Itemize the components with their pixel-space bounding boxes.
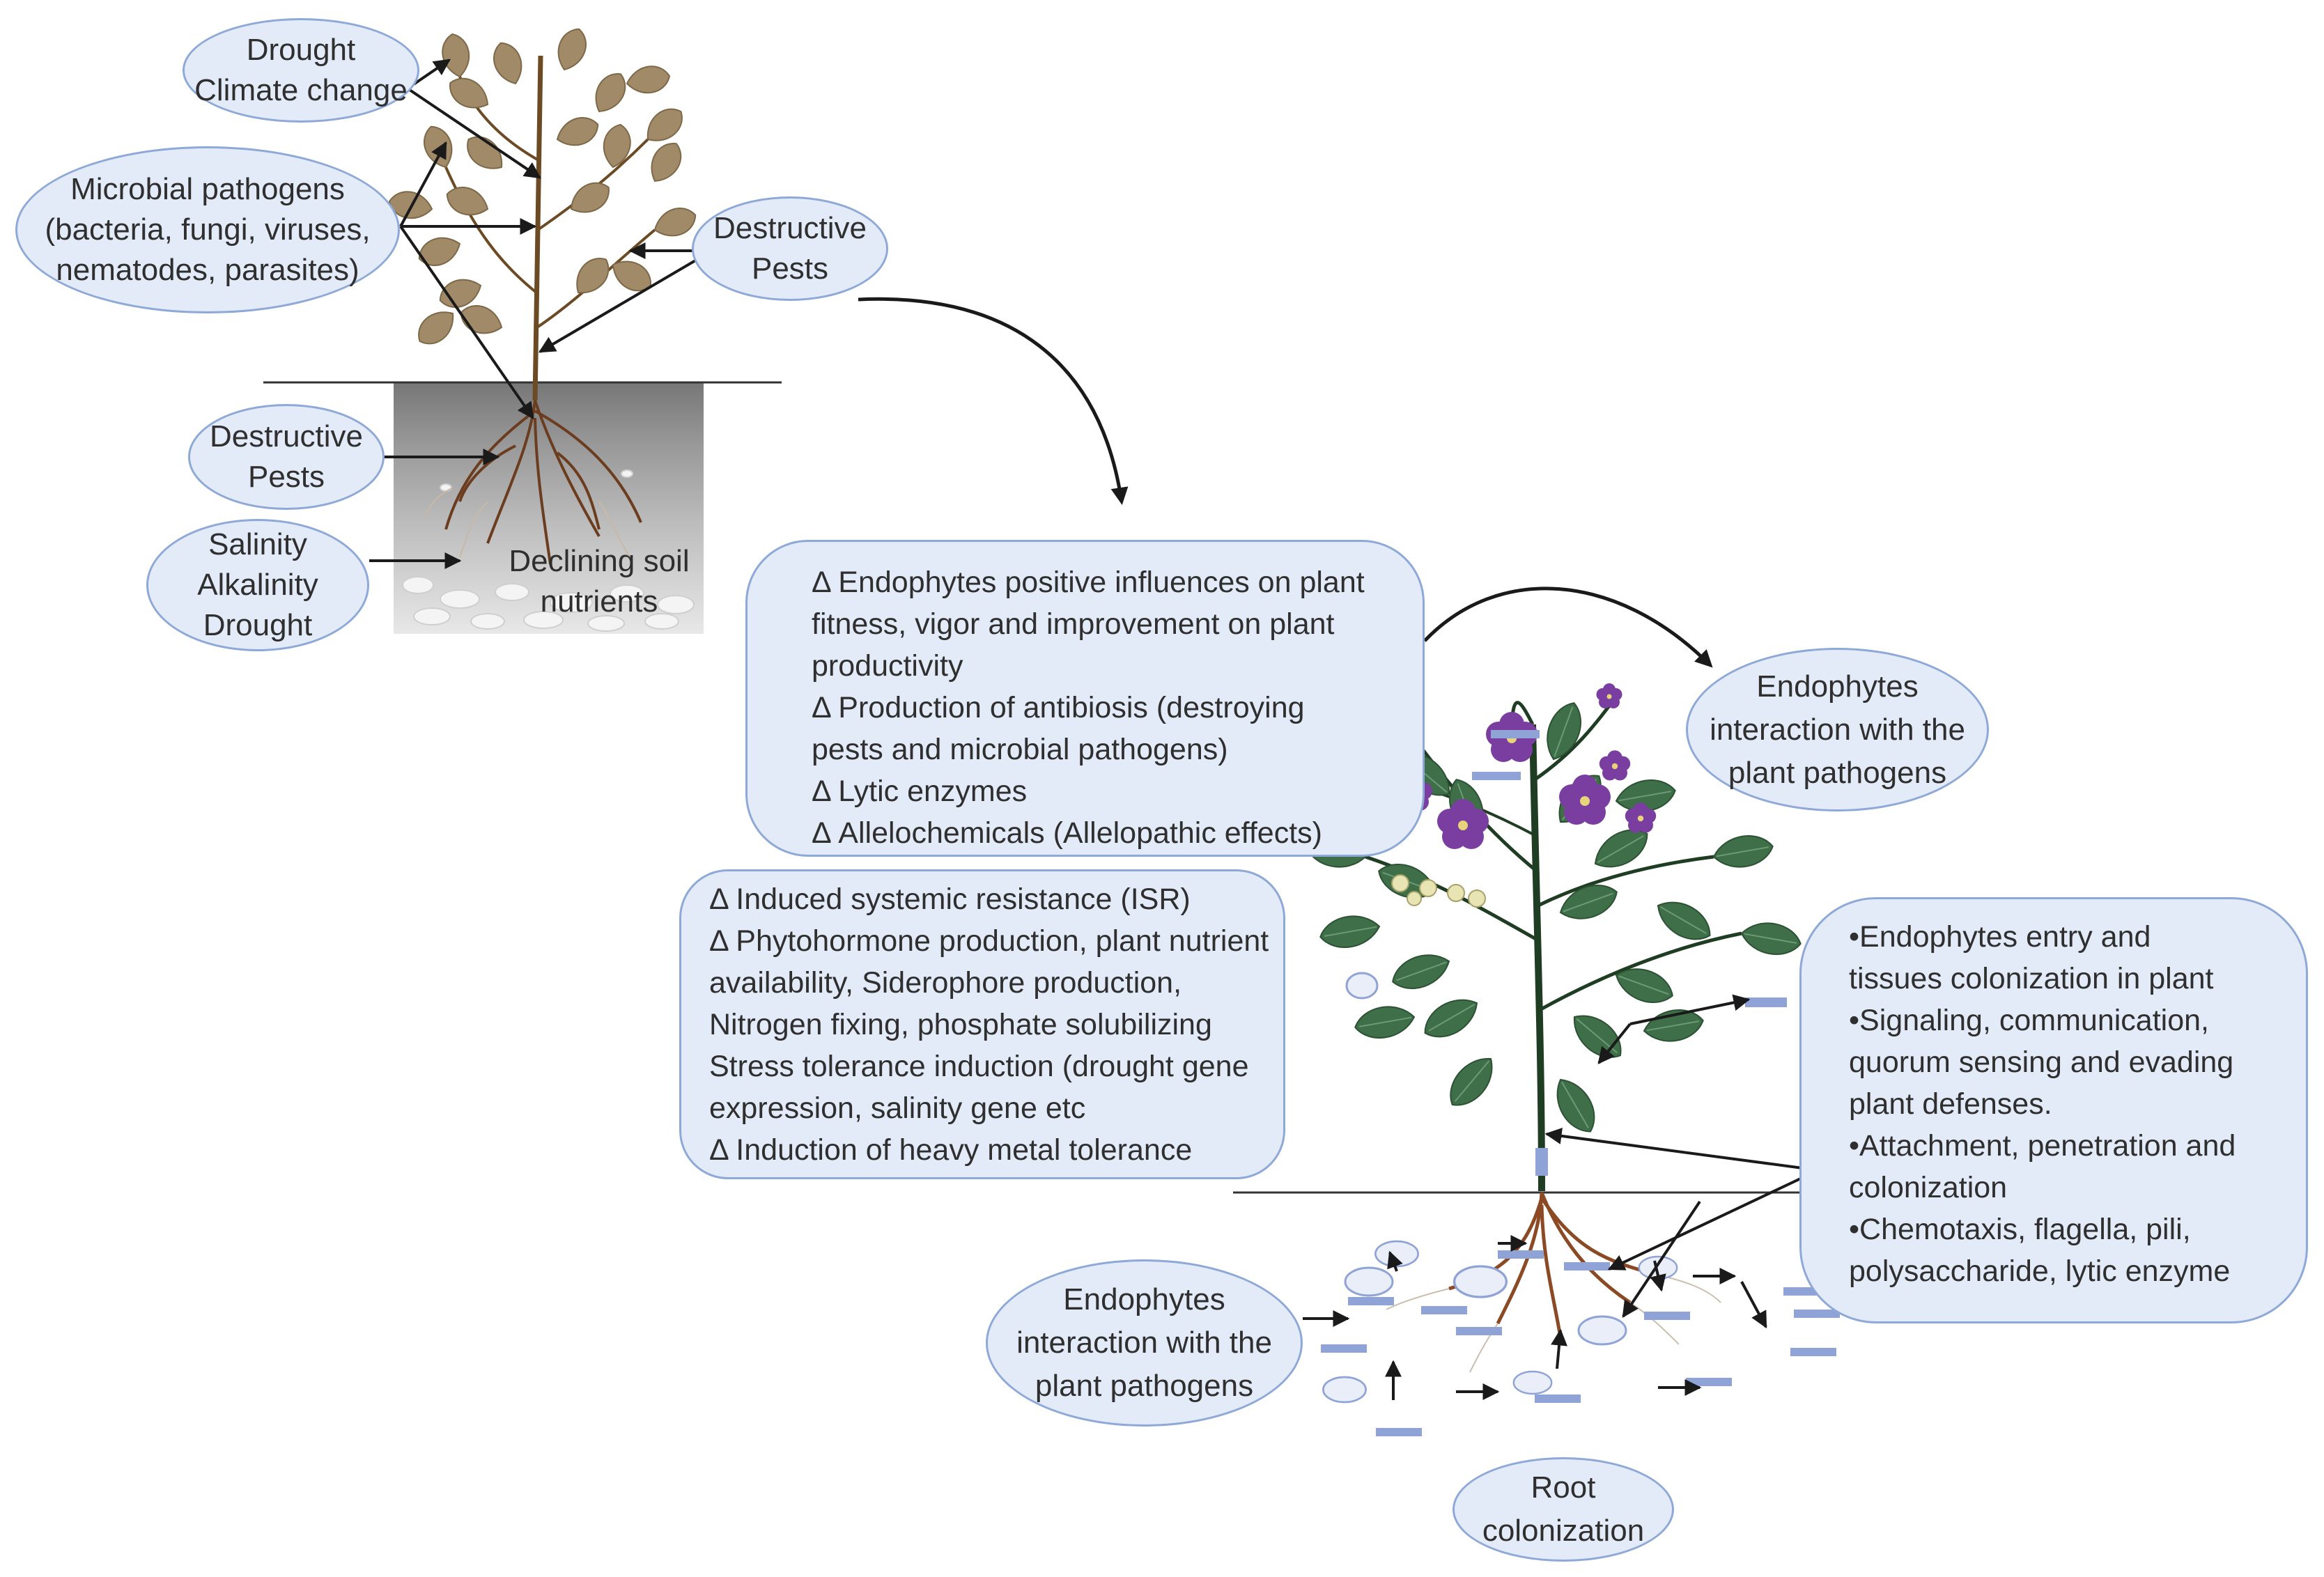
colonization-line-5: plant defenses. bbox=[1849, 1087, 2052, 1121]
microbial-pathogens-bubble: Microbial pathogens (bacteria, fungi, vi… bbox=[15, 146, 400, 313]
colonization-line-6: •Attachment, penetration and bbox=[1849, 1129, 2236, 1163]
resistance-line-6: expression, salinity gene etc bbox=[709, 1092, 1086, 1125]
destructive-label: Destructive bbox=[713, 211, 867, 245]
benefits-box: Δ Endophytes positive influences on plan… bbox=[745, 540, 1425, 857]
resistance-line-1: Δ Induced systemic resistance (ISR) bbox=[709, 883, 1191, 916]
resistance-line-4: Nitrogen fixing, phosphate solubilizing bbox=[709, 1008, 1212, 1041]
interaction-bottom-bubble: Endophytes interaction with the plant pa… bbox=[986, 1259, 1303, 1427]
soil-nutrients-line-1: Declining soil bbox=[509, 544, 690, 578]
interaction-bottom-line-2: interaction with the bbox=[1016, 1326, 1272, 1360]
interaction-bottom-line-3: plant pathogens bbox=[1035, 1369, 1254, 1403]
soil-nutrients-line-2: nutrients bbox=[540, 584, 658, 619]
interaction-top-line-1: Endophytes bbox=[1756, 669, 1919, 704]
colonization-line-4: quorum sensing and evading bbox=[1849, 1046, 2234, 1079]
colonization-arrows bbox=[1303, 994, 1819, 1327]
withered-plant bbox=[263, 24, 782, 634]
microbial-pathogens-line-1: Microbial pathogens bbox=[70, 172, 345, 206]
interaction-top-line-3: plant pathogens bbox=[1728, 755, 1947, 790]
drought-climate-bubble: Drought Climate change bbox=[183, 18, 419, 123]
root-label: Root bbox=[1531, 1470, 1596, 1505]
stress-arrows bbox=[369, 59, 702, 569]
destructive-pests-soil-bubble: Destructive Pests bbox=[188, 404, 385, 510]
microbial-pathogens-line-3: nematodes, parasites) bbox=[56, 253, 359, 287]
benefit-line-1: Δ Endophytes positive influences on plan… bbox=[812, 566, 1365, 599]
benefit-line-4: Δ Production of antibiosis (destroying bbox=[812, 691, 1305, 724]
destructive-pests-top-bubble: Destructive Pests bbox=[692, 196, 888, 301]
interaction-top-bubble: Endophytes interaction with the plant pa… bbox=[1686, 648, 1989, 811]
benefit-line-6: Δ Lytic enzymes bbox=[812, 775, 1028, 808]
resistance-line-7: Δ Induction of heavy metal tolerance bbox=[709, 1133, 1193, 1167]
colonization-label: colonization bbox=[1482, 1514, 1645, 1548]
salinity-label: Salinity bbox=[208, 527, 307, 561]
colonization-line-7: colonization bbox=[1849, 1171, 2008, 1204]
microbial-pathogens-line-2: (bacteria, fungi, viruses, bbox=[45, 212, 371, 247]
colonization-line-2: tissues colonization in plant bbox=[1849, 962, 2214, 995]
colonization-line-1: •Endophytes entry and bbox=[1849, 920, 2151, 954]
root-colonization-bubble: Root colonization bbox=[1452, 1457, 1674, 1562]
resistance-line-3: availability, Siderophore production, bbox=[709, 966, 1182, 1000]
climate-change-label: Climate change bbox=[194, 73, 408, 107]
pests-soil-label: Pests bbox=[247, 460, 325, 494]
soil-block bbox=[394, 383, 704, 634]
resistance-line-2: Δ Phytohormone production, plant nutrien… bbox=[709, 924, 1269, 958]
curve-arrow-down bbox=[858, 297, 1129, 505]
colonization-line-8: •Chemotaxis, flagella, pili, bbox=[1849, 1213, 2191, 1246]
resistance-line-5: Stress tolerance induction (drought gene bbox=[709, 1050, 1249, 1083]
colonization-box: •Endophytes entry and tissues colonizati… bbox=[1799, 897, 2308, 1323]
curve-arrow-right bbox=[1423, 586, 1713, 668]
interaction-bottom-line-1: Endophytes bbox=[1063, 1282, 1225, 1316]
pests-label: Pests bbox=[751, 251, 829, 286]
benefit-line-7: Δ Allelochemicals (Allelopathic effects) bbox=[812, 816, 1322, 850]
resistance-box: Δ Induced systemic resistance (ISR) Δ Ph… bbox=[679, 869, 1285, 1179]
soil-nutrients-label: Declining soil nutrients bbox=[498, 541, 700, 622]
destructive-soil-label: Destructive bbox=[209, 419, 364, 453]
colonization-line-9: polysaccharide, lytic enzyme bbox=[1849, 1254, 2231, 1288]
benefit-line-3: productivity bbox=[812, 649, 963, 683]
benefit-line-2: fitness, vigor and improvement on plant bbox=[812, 607, 1335, 641]
interaction-top-line-2: interaction with the bbox=[1710, 712, 1965, 747]
healthy-plant bbox=[1233, 683, 1840, 1436]
drought-soil-label: Drought bbox=[203, 608, 313, 642]
drought-label: Drought bbox=[246, 33, 356, 67]
benefit-line-5: pests and microbial pathogens) bbox=[812, 733, 1228, 766]
salinity-bubble: Salinity Alkalinity Drought bbox=[146, 519, 369, 651]
alkalinity-label: Alkalinity bbox=[197, 568, 318, 602]
colonization-line-3: •Signaling, communication, bbox=[1849, 1004, 2209, 1037]
